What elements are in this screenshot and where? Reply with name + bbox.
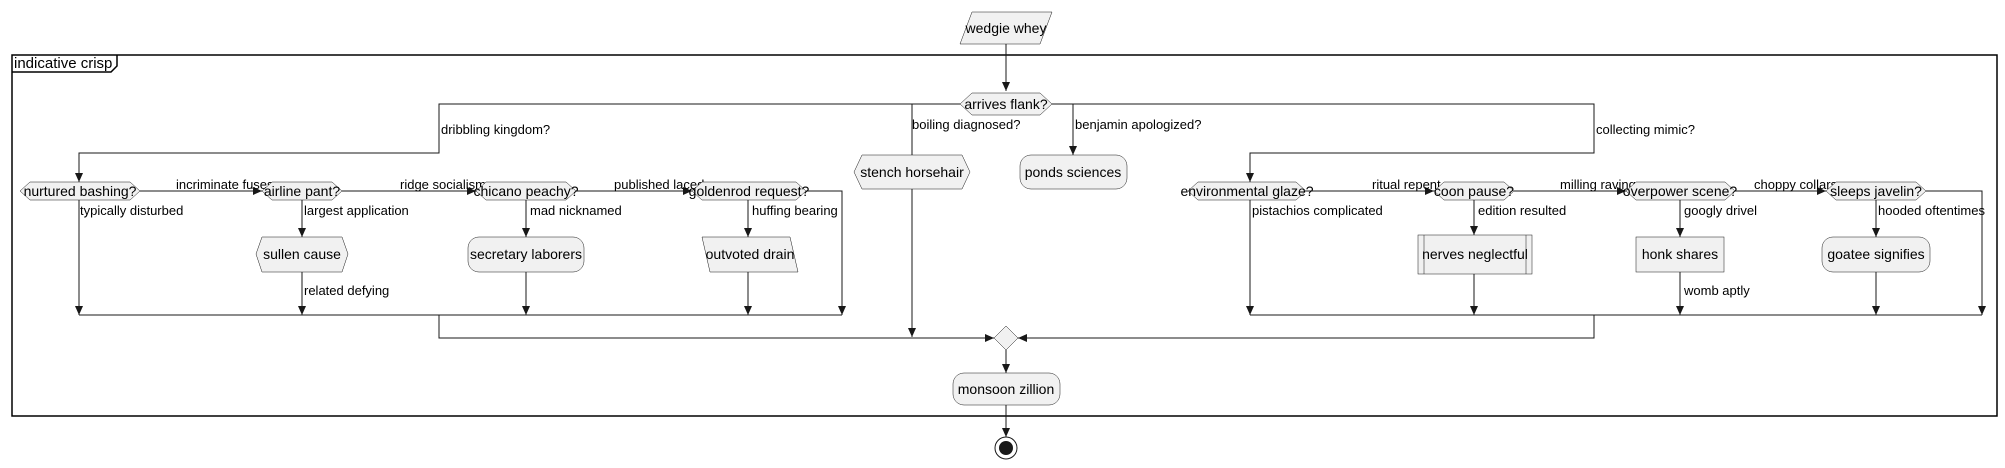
branch-label-2: boiling diagnosed? (912, 117, 1020, 132)
left-d4-no-label: huffing bearing (752, 203, 838, 218)
right-d3-yes-label: choppy collars (1754, 177, 1838, 192)
svg-text:overpower scene?: overpower scene? (1623, 183, 1738, 199)
right-d3-no-label: googly drivel (1684, 203, 1757, 218)
svg-text:nurtured bashing?: nurtured bashing? (24, 183, 137, 199)
left-d1-yes-label: incriminate fuses (176, 177, 274, 192)
svg-text:environmental glaze?: environmental glaze? (1180, 183, 1313, 199)
honk-shares-node: honk shares (1635, 236, 1725, 273)
svg-text:monsoon zillion: monsoon zillion (958, 381, 1055, 397)
left-decision-2: airline pant? (261, 181, 343, 201)
right-d4-no-label: hooded oftentimes (1878, 203, 1985, 218)
svg-text:coon pause?: coon pause? (1434, 183, 1514, 199)
outvoted-drain-node: outvoted drain (701, 236, 799, 273)
right-d2-yes-label: milling raving (1560, 177, 1636, 192)
branch-label-4: collecting mimic? (1596, 122, 1695, 137)
left-d2-yes-label: ridge socialism (400, 177, 486, 192)
svg-text:goldenrod request?: goldenrod request? (689, 183, 810, 199)
nerves-neglectful-node: nerves neglectful (1417, 234, 1533, 275)
branch-label-3: benjamin apologized? (1075, 117, 1201, 132)
left-decision-1: nurtured bashing? (19, 181, 141, 201)
svg-text:wedgie whey: wedgie whey (965, 20, 1047, 36)
sullen-cause-node: sullen cause (255, 236, 349, 273)
right-decision-2: coon pause? (1433, 181, 1515, 201)
svg-text:airline pant?: airline pant? (264, 183, 340, 199)
svg-text:honk shares: honk shares (1642, 246, 1718, 262)
partition-frame: indicative crisp (11, 54, 1998, 417)
end-node (994, 436, 1018, 460)
right-honk-after-label: womb aptly (1683, 283, 1750, 298)
left-d3-no-label: mad nicknamed (530, 203, 622, 218)
svg-text:goatee signifies: goatee signifies (1827, 246, 1924, 262)
svg-text:sleeps javelin?: sleeps javelin? (1830, 183, 1922, 199)
left-d1-no-label: typically disturbed (80, 203, 183, 218)
left-d3-yes-label: published laced (614, 177, 704, 192)
right-decision-4: sleeps javelin? (1825, 181, 1927, 201)
right-decision-3: overpower scene? (1623, 181, 1738, 201)
left-d2-no-label: largest application (304, 203, 409, 218)
ponds-sciences-node: ponds sciences (1019, 154, 1128, 190)
right-d1-no-label: pistachios complicated (1252, 203, 1383, 218)
left-decision-3: chicano peachy? (473, 181, 579, 201)
edges (75, 44, 1986, 437)
merge-diamond (993, 325, 1019, 351)
final-action-node: monsoon zillion (952, 372, 1061, 406)
svg-text:arrives flank?: arrives flank? (964, 96, 1047, 112)
branch-label-1: dribbling kingdom? (441, 122, 550, 137)
right-d1-yes-label: ritual repent (1372, 177, 1441, 192)
nodes: wedgie whey arrives flank? nurtured bash… (19, 11, 1931, 460)
svg-text:nerves neglectful: nerves neglectful (1422, 246, 1528, 262)
right-decision-1: environmental glaze? (1180, 181, 1314, 201)
left-sullen-after-label: related defying (304, 283, 389, 298)
right-d2-no-label: edition resulted (1478, 203, 1566, 218)
svg-text:ponds sciences: ponds sciences (1025, 164, 1122, 180)
goatee-signifies-node: goatee signifies (1821, 236, 1931, 273)
secretary-laborers-node: secretary laborers (467, 236, 585, 273)
edge-labels: dribbling kingdom? boiling diagnosed? be… (80, 117, 1985, 298)
root-decision-node: arrives flank? (959, 92, 1053, 116)
svg-text:stench horsehair: stench horsehair (860, 164, 964, 180)
svg-text:outvoted drain: outvoted drain (706, 246, 795, 262)
svg-text:sullen cause: sullen cause (263, 246, 341, 262)
left-decision-4: goldenrod request? (689, 181, 810, 201)
start-input-node: wedgie whey (959, 11, 1053, 45)
stench-horsehair-node: stench horsehair (853, 154, 971, 190)
svg-text:chicano peachy?: chicano peachy? (473, 183, 578, 199)
partition-title: indicative crisp (14, 55, 112, 72)
svg-text:secretary laborers: secretary laborers (470, 246, 582, 262)
